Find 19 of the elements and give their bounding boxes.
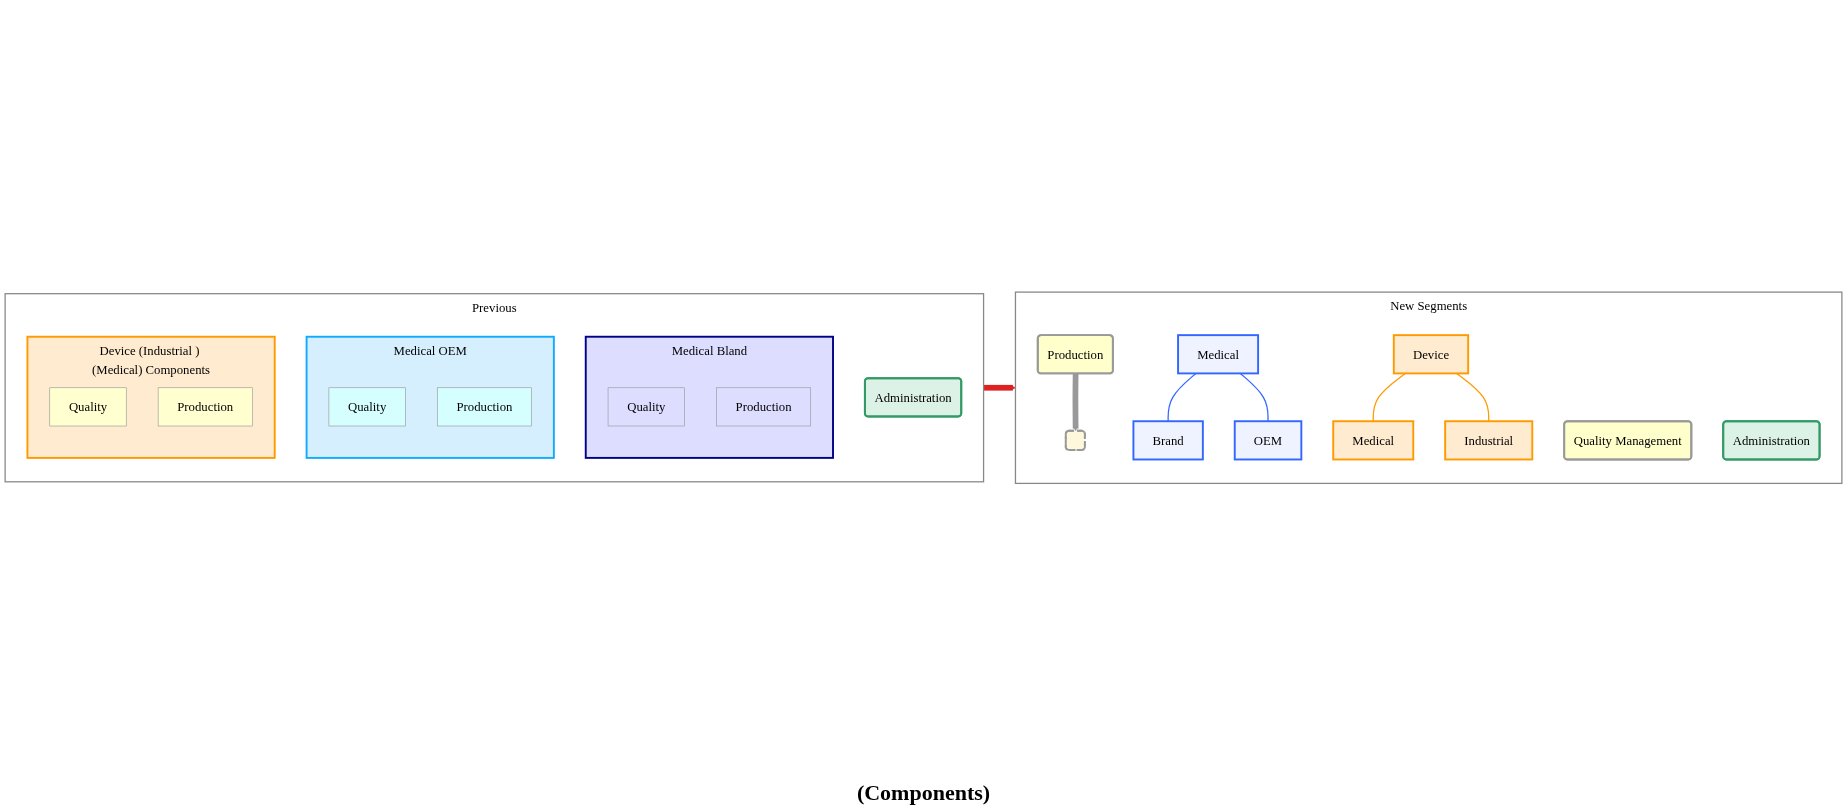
arrow (983, 385, 1016, 391)
connector (1239, 373, 1269, 423)
node-box: Production (716, 387, 812, 427)
node-box: Industrial (1444, 420, 1534, 461)
node-box: Quality (49, 387, 127, 427)
node-box: Brand (1132, 420, 1204, 461)
connector (1456, 373, 1490, 423)
connector (1372, 373, 1406, 423)
node-box: Medical (1332, 420, 1415, 461)
node-box: Quality (328, 387, 406, 427)
node-box: Device (1392, 334, 1470, 375)
node-box: Medical (1177, 334, 1260, 375)
note-text: (Components) (856, 780, 991, 805)
arrow (1072, 373, 1079, 432)
node-box: Quality (607, 387, 685, 427)
node-box: Production (157, 387, 253, 427)
connector (1167, 373, 1197, 423)
node-box: OEM (1233, 420, 1303, 461)
node-box: Production (437, 387, 532, 427)
